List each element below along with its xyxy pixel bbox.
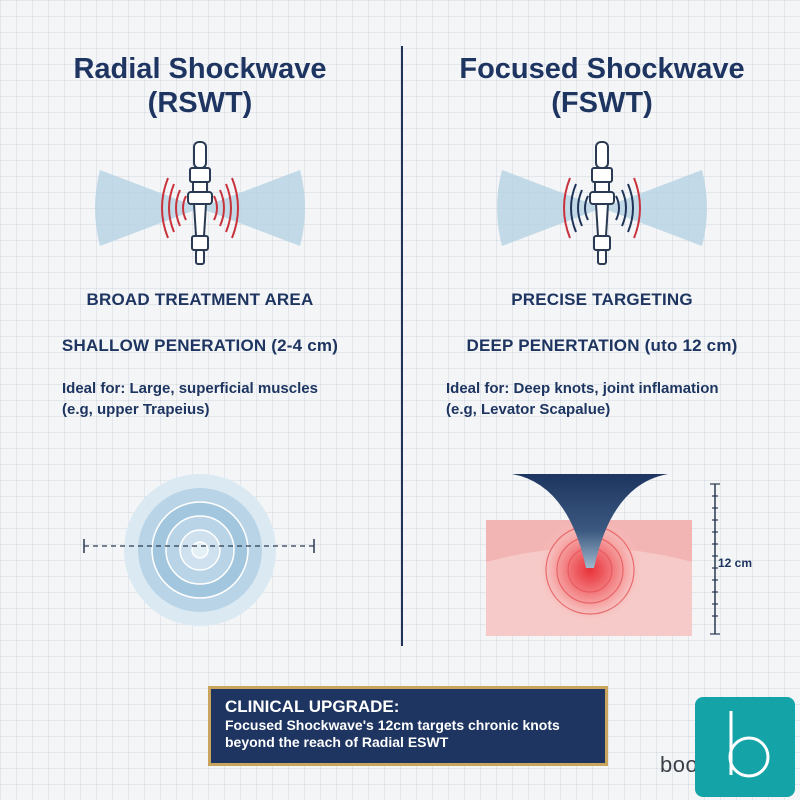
radial-spread-illustration xyxy=(83,474,315,626)
focused-wave-arcs-left xyxy=(570,183,589,233)
focused-beam xyxy=(512,474,668,568)
brand-logo-mark xyxy=(695,697,795,797)
radial-feature-depth: SHALLOW PENERATION (2-4 cm) xyxy=(61,336,339,355)
focused-depth-illustration xyxy=(486,474,720,636)
banner-title: CLINICAL UPGRADE: xyxy=(225,697,400,716)
brand-wordmark: boo xyxy=(660,752,699,777)
focused-title-line2: (FSWT) xyxy=(551,87,653,119)
focused-ideal-line1: Ideal for: Deep knots, joint inflamation xyxy=(446,380,719,397)
focal-hotspot xyxy=(538,518,642,622)
radial-left-cone xyxy=(95,170,200,246)
b-logo-icon xyxy=(728,711,770,778)
radial-ideal-line2: (e.g, upper Trapeius) xyxy=(62,401,210,418)
focused-ideal-line2: (e.g, Levator Scapalue) xyxy=(446,401,611,418)
focused-title-line1: Focused Shockwave xyxy=(459,53,745,85)
focused-red-arc-right xyxy=(633,177,641,239)
focused-feature-targeting: PRECISE TARGETING xyxy=(511,290,693,309)
focused-title: Focused Shockwave (FSWT) xyxy=(402,52,800,120)
radial-applicator-illustration xyxy=(95,141,305,265)
radial-column: Radial Shockwave (RSWT) BROAD TREATMEN xyxy=(0,0,400,660)
focused-applicator-illustration xyxy=(497,141,707,265)
radial-right-cone xyxy=(200,170,305,246)
focused-wave-arcs-right xyxy=(615,183,634,233)
radial-ideal-for: Ideal for: Large, superficial muscles (e… xyxy=(62,378,392,420)
shockwave-applicator-icon xyxy=(187,141,213,265)
column-divider xyxy=(401,46,403,646)
clinical-upgrade-banner: CLINICAL UPGRADE: Focused Shockwave's 12… xyxy=(208,686,608,766)
focused-right-cone xyxy=(602,170,707,246)
focused-left-cone xyxy=(497,170,602,246)
focused-red-arc-left xyxy=(563,177,571,239)
shockwave-applicator-icon xyxy=(589,141,615,265)
radial-feature-area: BROAD TREATMENT AREA xyxy=(86,290,314,309)
radial-title-line1: Radial Shockwave xyxy=(73,53,327,85)
depth-scale-label: 12 cm xyxy=(718,556,753,570)
banner-line2: beyond the reach of Radial ESWT xyxy=(225,734,449,750)
radial-wave-arcs-left xyxy=(161,177,187,239)
radial-title-line2: (RSWT) xyxy=(147,87,253,119)
radial-ideal-line1: Ideal for: Large, superficial muscles xyxy=(62,380,318,397)
focused-column: Focused Shockwave (FSWT) PRECISE TARGETI… xyxy=(402,0,800,660)
banner-line1: Focused Shockwave's 12cm targets chronic… xyxy=(225,717,560,733)
depth-scale-ticks xyxy=(710,483,720,635)
radial-title: Radial Shockwave (RSWT) xyxy=(0,52,400,120)
radial-wave-arcs-right xyxy=(213,177,239,239)
focused-feature-depth: DEEP PENERTATION (uto 12 cm) xyxy=(466,336,738,355)
focused-ideal-for: Ideal for: Deep knots, joint inflamation… xyxy=(446,378,776,420)
